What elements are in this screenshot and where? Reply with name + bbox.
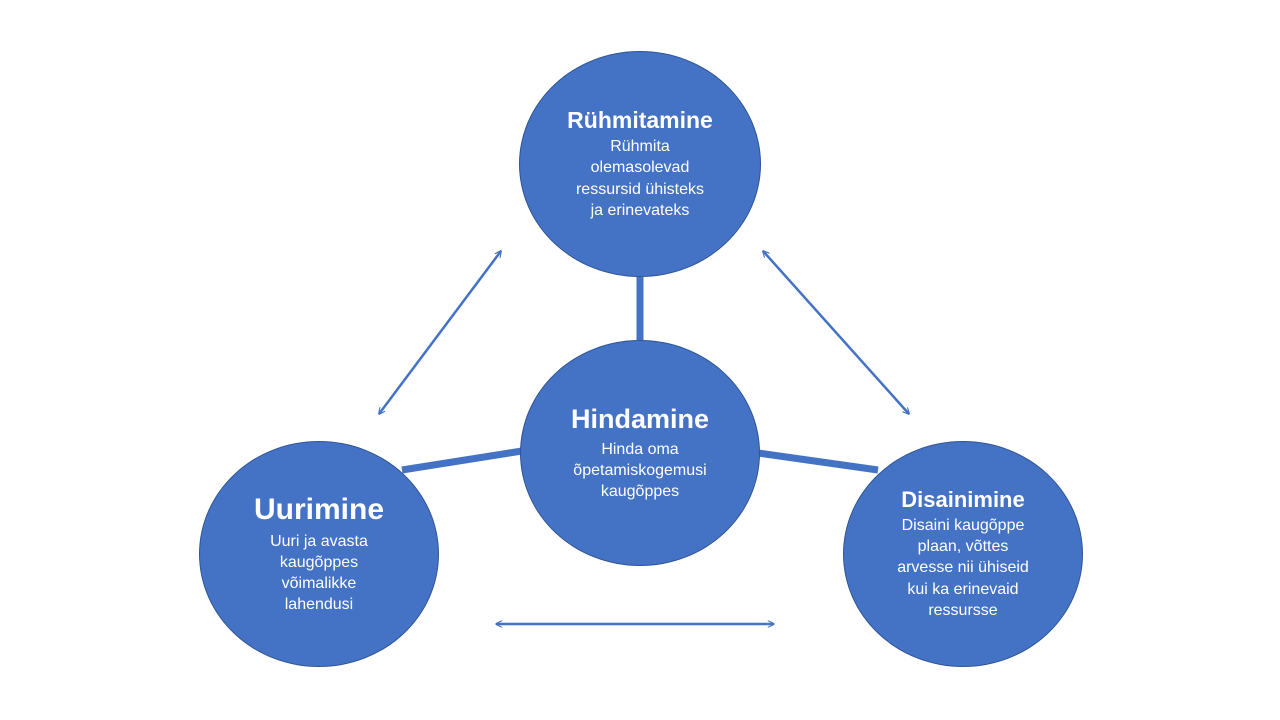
node-hindamine: Hindamine Hinda oma õpetamiskogemusi kau… xyxy=(520,340,760,566)
arrow-top-right xyxy=(763,251,909,414)
node-description: Rühmita olemasolevad ressursid ühisteks … xyxy=(575,138,705,219)
arrow-left-top xyxy=(379,251,501,414)
node-disainimine: Disainimine Disaini kaugõppe plaan, võtt… xyxy=(843,441,1083,667)
spoke-left xyxy=(401,447,523,474)
node-ruhmitamine: Rühmitamine Rühmita olemasolevad ressurs… xyxy=(519,51,761,277)
node-description: Uuri ja avasta kaugõppes võimalikke lahe… xyxy=(270,532,368,614)
node-description: Hinda oma õpetamiskogemusi kaugõppes xyxy=(573,440,707,501)
node-title: Hindamine xyxy=(570,403,710,434)
node-description: Disaini kaugõppe plaan, võttes arvesse n… xyxy=(897,517,1029,619)
spoke-right xyxy=(757,449,879,474)
node-title: Uurimine xyxy=(253,492,385,526)
node-title: Rühmitamine xyxy=(567,107,713,134)
node-title: Disainimine xyxy=(901,487,1025,513)
node-uurimine: Uurimine Uuri ja avasta kaugõppes võimal… xyxy=(199,441,439,667)
